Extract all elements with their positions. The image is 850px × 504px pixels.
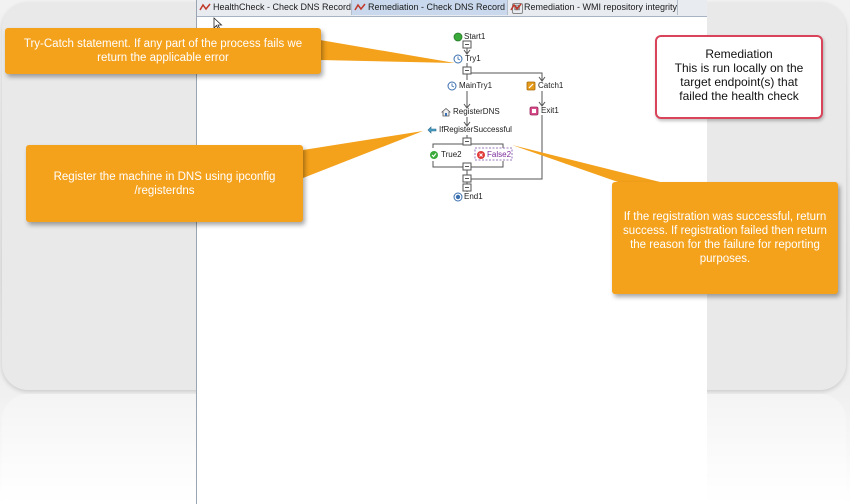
decision-icon — [427, 126, 437, 134]
node-try[interactable]: Try1 — [465, 54, 481, 63]
clock-icon — [447, 81, 457, 91]
exit-icon — [529, 106, 539, 116]
house-icon — [441, 107, 451, 117]
info-box-body: This is run locally on the target endpoi… — [674, 61, 804, 103]
callout-registration-result: If the registration was successful, retu… — [612, 182, 838, 294]
error-icon — [477, 151, 485, 159]
node-true[interactable]: True2 — [441, 150, 462, 159]
catch-icon — [526, 81, 536, 91]
node-if-register[interactable]: IfRegisterSuccessful — [439, 125, 512, 134]
info-box-title: Remediation — [705, 47, 773, 61]
tab-label: Remediation - WMI repository integrity — [524, 2, 678, 12]
node-false[interactable]: False2 — [487, 150, 512, 159]
node-exit[interactable]: Exit1 — [541, 106, 559, 115]
tab-healthcheck-dns[interactable]: HealthCheck - Check DNS Record — [197, 0, 352, 15]
tab-remediation-wmi[interactable]: Remediation - WMI repository integrity — [508, 0, 678, 15]
node-start[interactable]: Start1 — [464, 32, 486, 41]
tab-label: Remediation - Check DNS Record — [368, 2, 506, 12]
end-icon — [453, 192, 463, 202]
tab-remediation-dns[interactable]: Remediation - Check DNS Record ⊠ — [352, 0, 523, 15]
clock-icon — [453, 54, 463, 64]
workflow-icon — [199, 3, 211, 11]
node-main-try[interactable]: MainTry1 — [459, 81, 493, 90]
tab-label: HealthCheck - Check DNS Record — [213, 2, 352, 12]
node-register-dns[interactable]: RegisterDNS — [453, 107, 500, 116]
node-end[interactable]: End1 — [464, 192, 483, 201]
check-icon — [430, 151, 438, 159]
workflow-icon — [354, 3, 366, 11]
start-icon — [453, 32, 463, 42]
remediation-info-box: Remediation This is run locally on the t… — [655, 35, 823, 119]
callout-try-catch: Try-Catch statement. If any part of the … — [5, 28, 321, 74]
workflow-icon — [510, 3, 522, 11]
tab-strip: HealthCheck - Check DNS Record Remediati… — [197, 0, 707, 17]
callout-register: Register the machine in DNS using ipconf… — [26, 145, 303, 222]
workflow-connectors — [432, 40, 546, 192]
node-catch[interactable]: Catch1 — [538, 81, 564, 90]
workflow-canvas[interactable]: Start1 Try1 MainTry1 Catch1 RegisterDNS — [197, 17, 707, 504]
